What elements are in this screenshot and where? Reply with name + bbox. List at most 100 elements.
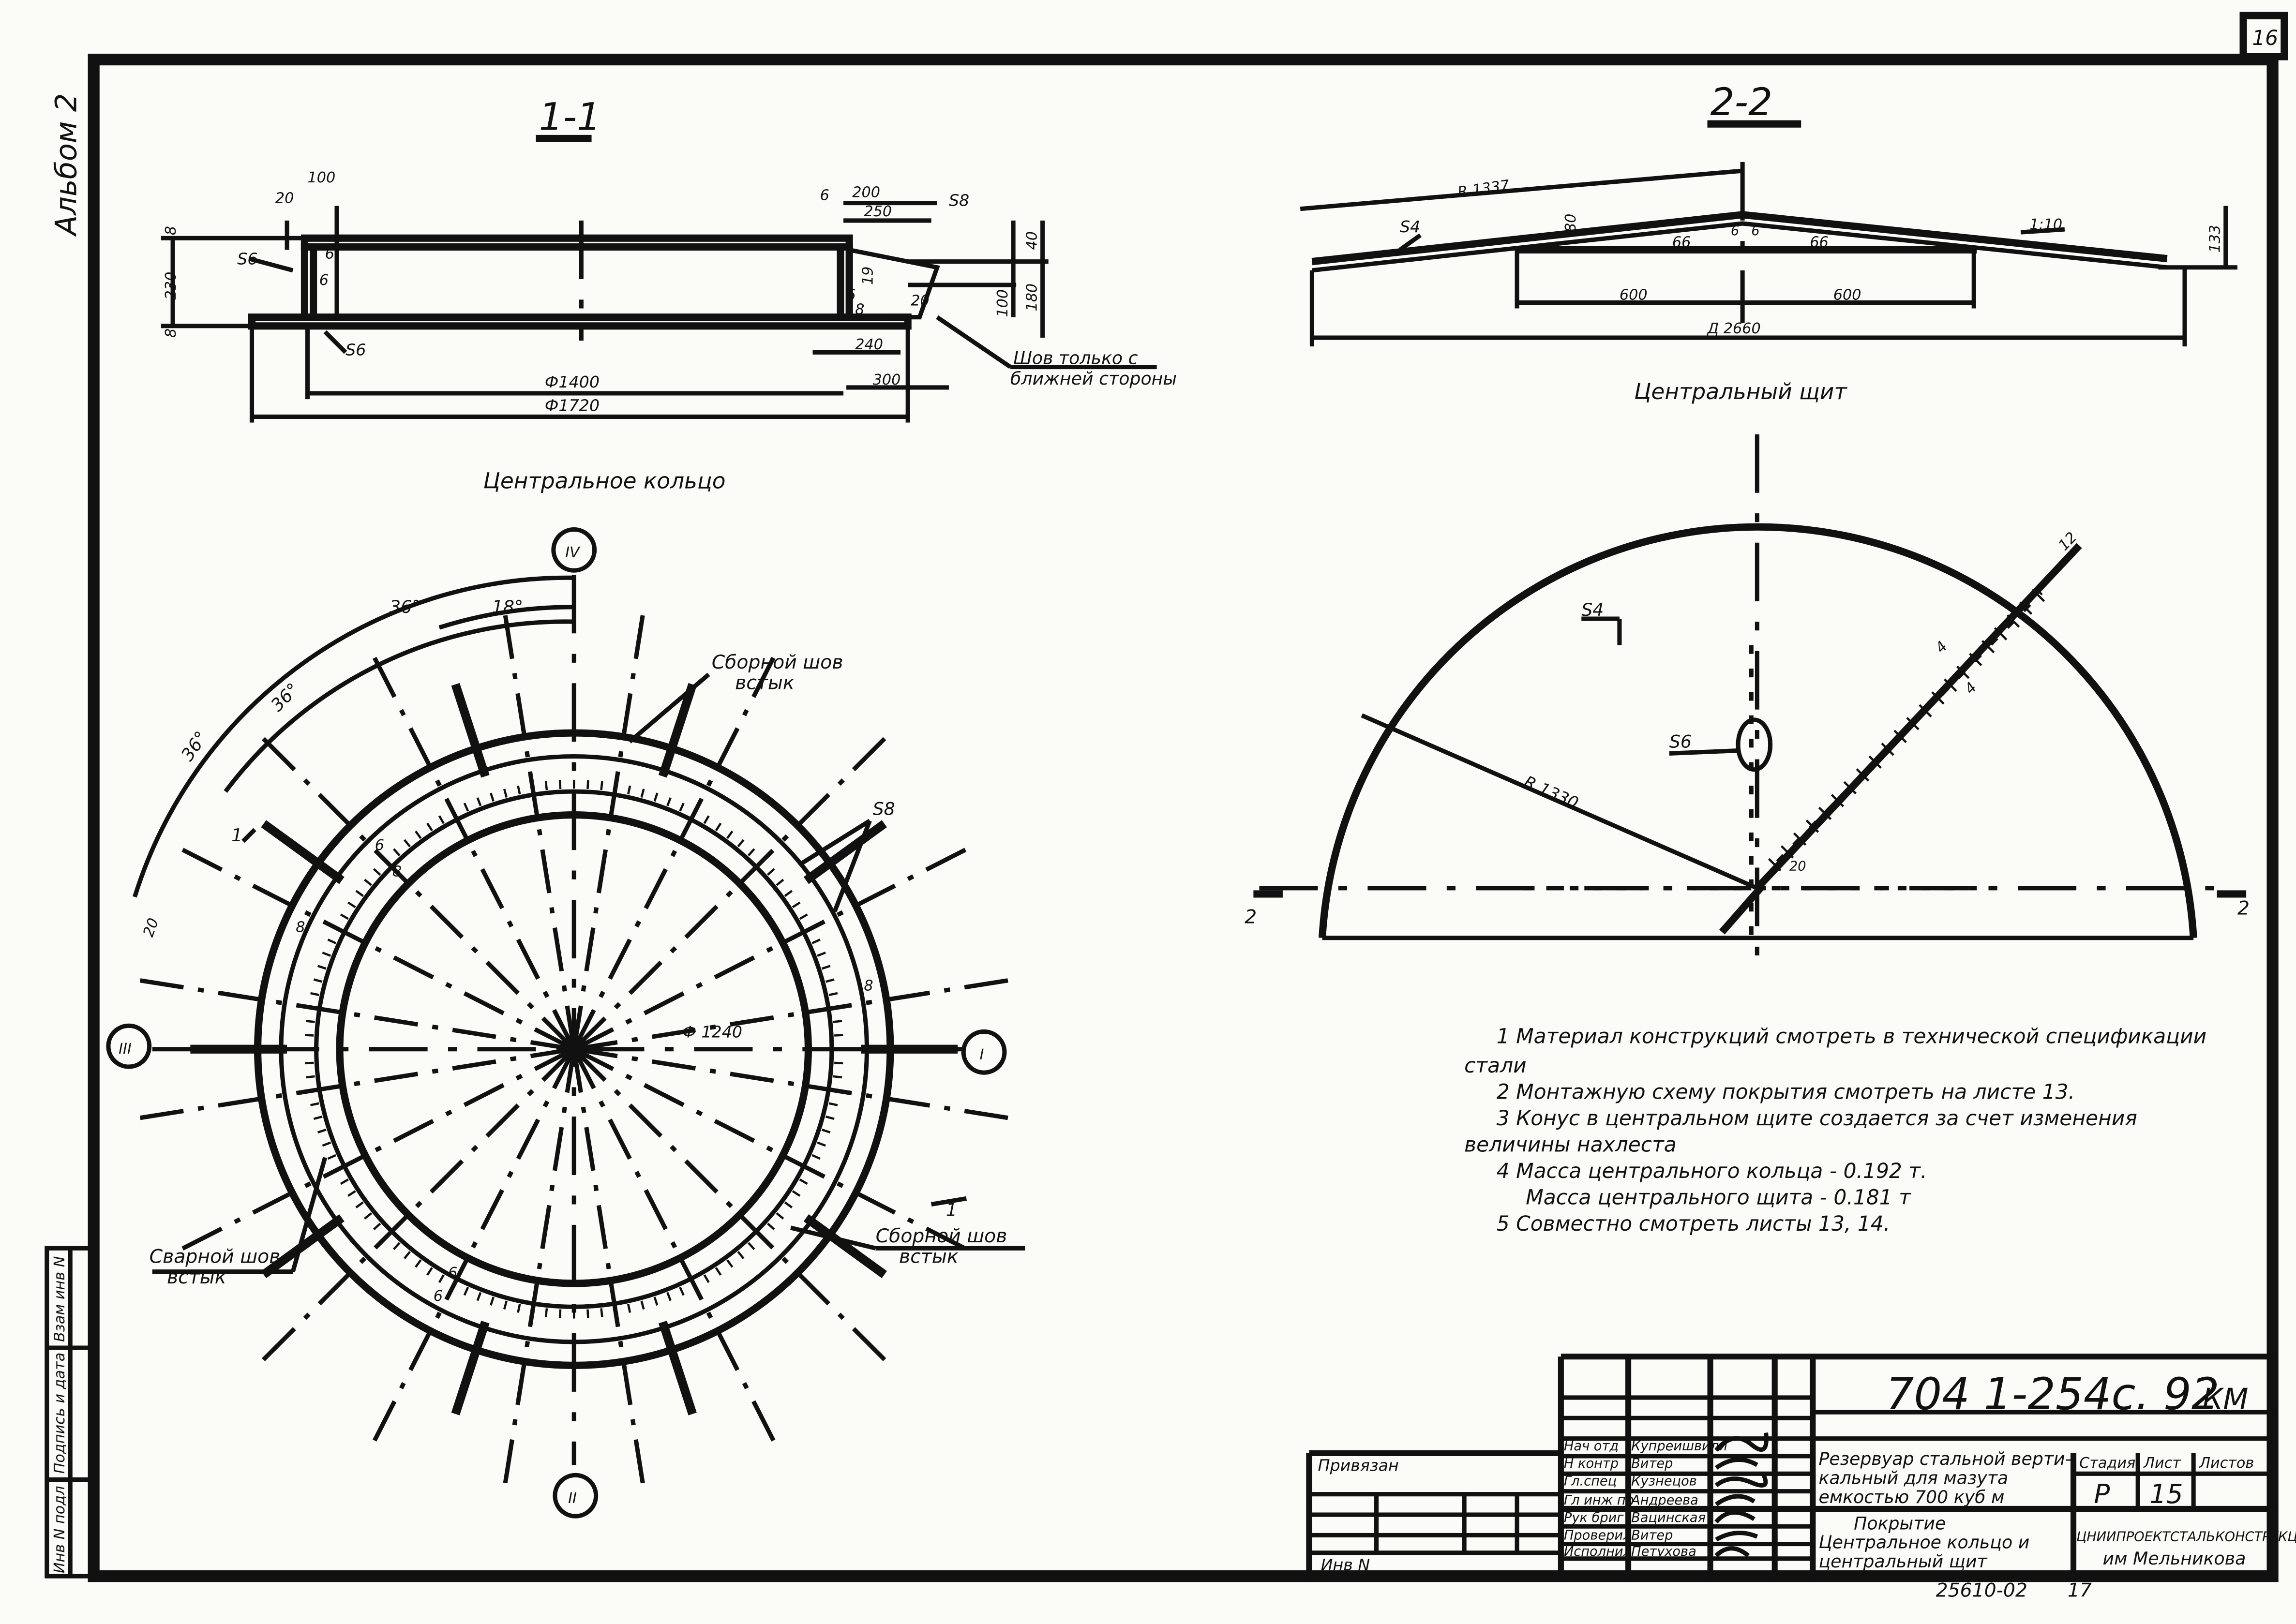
- section-1-1: 1-1 100 20 8 230 8 S: [161, 94, 1177, 494]
- weld-tick: [715, 1267, 722, 1276]
- dim-20: 20: [140, 916, 162, 939]
- note-3-cont: величины нахлеста: [1464, 1133, 1677, 1157]
- ring-rib: [261, 1214, 345, 1279]
- dim-2660: Д 2660: [1706, 320, 1760, 337]
- ring-rib: [803, 820, 887, 884]
- weld-tick: [544, 781, 548, 790]
- weld-tick: [373, 868, 381, 876]
- weld-tick: [310, 992, 319, 996]
- weld-tick: [373, 1222, 381, 1231]
- label-s6b: S6: [345, 340, 366, 359]
- weld-tick: [1981, 640, 1995, 654]
- weld-tick: [679, 803, 685, 812]
- weld-tick: [1868, 755, 1882, 769]
- dim-300: 300: [873, 372, 901, 388]
- cut-1-right: 1: [946, 1200, 957, 1221]
- role-3: Гл инж пр: [1564, 1493, 1634, 1508]
- weld-tick: [833, 1075, 842, 1079]
- doc-code: 704 1-254с. 92: [1886, 1369, 2220, 1420]
- radial-line: [139, 1047, 574, 1120]
- archive-sheet: 17: [2068, 1579, 2092, 1602]
- dim-6c: 6: [820, 187, 829, 204]
- weld-tick: [666, 797, 672, 806]
- label-s6: S6: [1669, 731, 1692, 752]
- section-2-caption: Центральный щит: [1634, 379, 1847, 404]
- weld-tick: [784, 890, 793, 897]
- weld-tick: [317, 965, 327, 970]
- radial-line: [573, 848, 967, 1051]
- weld-tick: [821, 965, 831, 970]
- weld-tick: [1893, 730, 1907, 744]
- weld-tick: [415, 1259, 422, 1268]
- label-s6a: S6: [237, 250, 257, 268]
- weld-tick: [382, 1233, 390, 1241]
- dim-100b: 100: [994, 289, 1011, 317]
- label-r1330: R 1330: [1521, 772, 1581, 813]
- weld-tick: [784, 1201, 793, 1208]
- cut-2-left: 2: [1245, 906, 1257, 928]
- section-2-title: 2-2: [1711, 80, 1772, 124]
- weld-tick: [438, 815, 445, 824]
- radial-line: [503, 1049, 576, 1484]
- weld-tick: [776, 879, 784, 886]
- weld-tick: [305, 1034, 314, 1037]
- weld-tick: [747, 1242, 755, 1251]
- inv-n: Инв N: [1321, 1555, 1370, 1574]
- weld-tick: [1793, 832, 1807, 846]
- weld-tick: [821, 1129, 831, 1133]
- side-stamp-replace: Взам инв N: [51, 1256, 68, 1342]
- weld-tick: [715, 822, 722, 832]
- weld-tick: [1818, 806, 1832, 820]
- weld-tick: [1768, 858, 1782, 872]
- section-1-title: 1-1: [539, 94, 601, 139]
- weld-tick: [1956, 666, 1970, 679]
- ring-rib: [261, 820, 345, 884]
- weld-tick: [776, 1212, 784, 1220]
- weld-tick: [503, 789, 508, 798]
- weld-tick: [313, 978, 323, 983]
- weld-tick: [828, 1102, 838, 1106]
- dim-6b: 6: [319, 272, 329, 289]
- weld-tick: [737, 1251, 745, 1259]
- notes: 1 Материал конструкций смотреть в технич…: [1464, 1025, 2206, 1236]
- sheet-title-line2: Центральное кольцо и: [1818, 1532, 2029, 1553]
- role-1: Н контр: [1564, 1456, 1619, 1471]
- weld-tick: [490, 792, 495, 802]
- name-1: Витер: [1631, 1456, 1673, 1471]
- weld-tick: [817, 952, 826, 957]
- ring-rib: [803, 1214, 887, 1279]
- dim-133: 133: [2207, 225, 2224, 253]
- dim-19: 19: [860, 267, 877, 285]
- weld-tick: [833, 1020, 842, 1023]
- dim-600b: 600: [1833, 286, 1861, 303]
- radial-line: [181, 848, 575, 1051]
- sheet-no-value: 15: [2149, 1478, 2183, 1509]
- role-5: Проверил: [1564, 1528, 1632, 1543]
- radial-line: [572, 1048, 776, 1442]
- section-2-2: 2-2 R 1337 S4 80 66 66 6 6 1:10 133 600 …: [1300, 80, 2237, 404]
- label-s4: S4: [1400, 217, 1420, 236]
- weld-tick: [1994, 627, 2008, 641]
- radial-line: [572, 737, 886, 1051]
- project-line3: емкостью 700 куб м: [1818, 1487, 2004, 1507]
- radial-line: [573, 1047, 1008, 1120]
- note-3: 3 Конус в центральном щите создается за …: [1497, 1106, 2137, 1130]
- ring-plan: 36° 18° 36° 36° IV III I II Сборной шов …: [106, 527, 1025, 1519]
- weld-tick: [544, 1308, 548, 1317]
- note-4-cont: Масса центрального щита - 0.181 т: [1526, 1186, 1911, 1209]
- weld-tick: [382, 858, 390, 866]
- section-1-caption: Центральное кольцо: [483, 468, 726, 494]
- angle-36-mid: 36°: [267, 679, 303, 715]
- angle-36-top: 36°: [390, 596, 420, 617]
- weld-tick: [1931, 691, 1945, 705]
- name-5: Витер: [1631, 1528, 1673, 1543]
- name-2: Кузнецов: [1631, 1474, 1697, 1489]
- weld-tick: [415, 830, 422, 839]
- weld-tick: [817, 1141, 826, 1147]
- weld-tick: [726, 830, 734, 839]
- weld-tick: [586, 1309, 589, 1318]
- weld-tick: [627, 1304, 631, 1313]
- weld-tick: [726, 1259, 734, 1268]
- signatures: [1714, 1432, 1769, 1558]
- stage-value: Р: [2094, 1478, 2110, 1509]
